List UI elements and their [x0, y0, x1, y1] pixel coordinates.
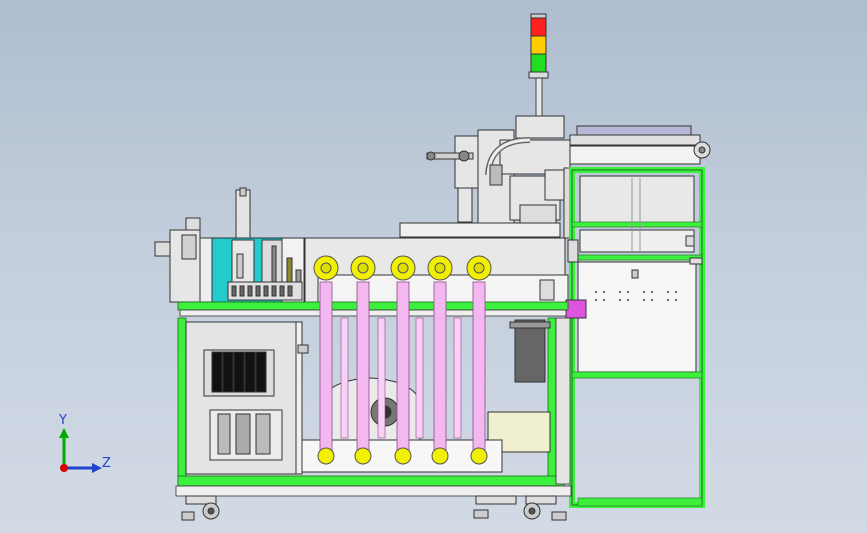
z-axis-label: Z — [102, 456, 111, 471]
tube-group — [313, 255, 492, 465]
tube — [466, 255, 492, 465]
lower-components — [301, 319, 551, 473]
tower-red-light — [530, 17, 547, 37]
y-axis-label: Y — [59, 413, 67, 428]
right-cabinet — [567, 167, 705, 508]
magenta-connector — [565, 299, 587, 319]
electrical-panel — [185, 321, 309, 475]
tube — [350, 255, 376, 465]
tube — [390, 255, 416, 465]
signal-tower — [528, 13, 549, 117]
tube — [427, 255, 453, 465]
cylinder-dark — [514, 319, 546, 383]
casters — [181, 495, 567, 521]
coordinate-triad — [59, 428, 102, 473]
right-feeder — [563, 125, 711, 239]
tube — [313, 255, 339, 465]
tower-yellow-light — [530, 35, 547, 55]
upper-mechanism — [399, 115, 571, 240]
tower-green-light — [530, 53, 547, 73]
x-axis-dot — [60, 464, 68, 472]
left-assembly — [154, 187, 305, 303]
